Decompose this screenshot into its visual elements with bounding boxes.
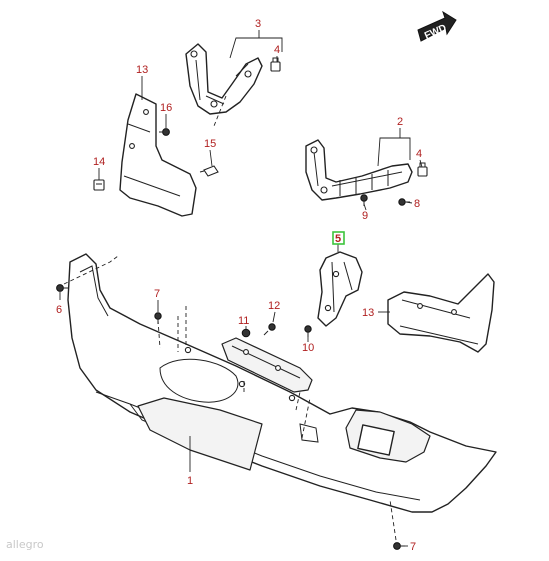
- callout-4-top: 4: [274, 44, 280, 56]
- clip-part-14: [93, 179, 105, 191]
- clip-nut-part-4-right: [417, 162, 428, 177]
- rear-bumper-part-1: [67, 253, 497, 513]
- watermark: allegro: [6, 538, 44, 551]
- mud-flap-part-13-right: [387, 273, 495, 353]
- callout-6: 6: [56, 304, 62, 316]
- bolt-part-16: [159, 128, 170, 136]
- screw-part-15: [199, 165, 219, 177]
- highlight-box: [332, 231, 345, 245]
- callout-12: 12: [268, 300, 280, 312]
- mud-flap-part-13-left: [119, 93, 197, 217]
- callout-9: 9: [362, 210, 368, 222]
- nut-part-11: [241, 328, 251, 338]
- bracket-part-5: [317, 251, 363, 327]
- rail-bracket: [221, 337, 313, 393]
- callout-7-upper: 7: [154, 288, 160, 300]
- fwd-label: FWD: [423, 23, 448, 42]
- callout-14: 14: [93, 156, 105, 168]
- bracket-part-2: [305, 139, 413, 201]
- screw-part-9: [360, 194, 368, 206]
- bolt-part-6: [56, 284, 68, 292]
- callout-16: 16: [160, 102, 172, 114]
- callout-2: 2: [397, 116, 403, 128]
- callout-5: 5: [335, 233, 341, 245]
- clip-nut-part-4-top: [270, 57, 281, 72]
- callout-4-right: 4: [416, 148, 422, 160]
- bracket-part-3: [185, 43, 263, 115]
- callouts: 3 4 2 4 9 8 13 16 15 14 5 10 13 11 12 7 …: [56, 18, 422, 553]
- callout-13-right: 13: [362, 307, 374, 319]
- screw-part-8: [398, 198, 410, 206]
- screw-part-12: [263, 323, 276, 336]
- callout-7-lower: 7: [410, 541, 416, 553]
- screw-part-10: [304, 325, 312, 337]
- callout-8: 8: [414, 198, 420, 210]
- callout-15: 15: [204, 138, 216, 150]
- callout-1: 1: [187, 475, 193, 487]
- leader-lines: [59, 30, 423, 547]
- callout-10: 10: [302, 342, 314, 354]
- callout-13-left: 13: [136, 64, 148, 76]
- callout-11: 11: [238, 315, 249, 327]
- fwd-arrow-icon: FWD: [417, 10, 457, 42]
- callout-3: 3: [255, 18, 261, 30]
